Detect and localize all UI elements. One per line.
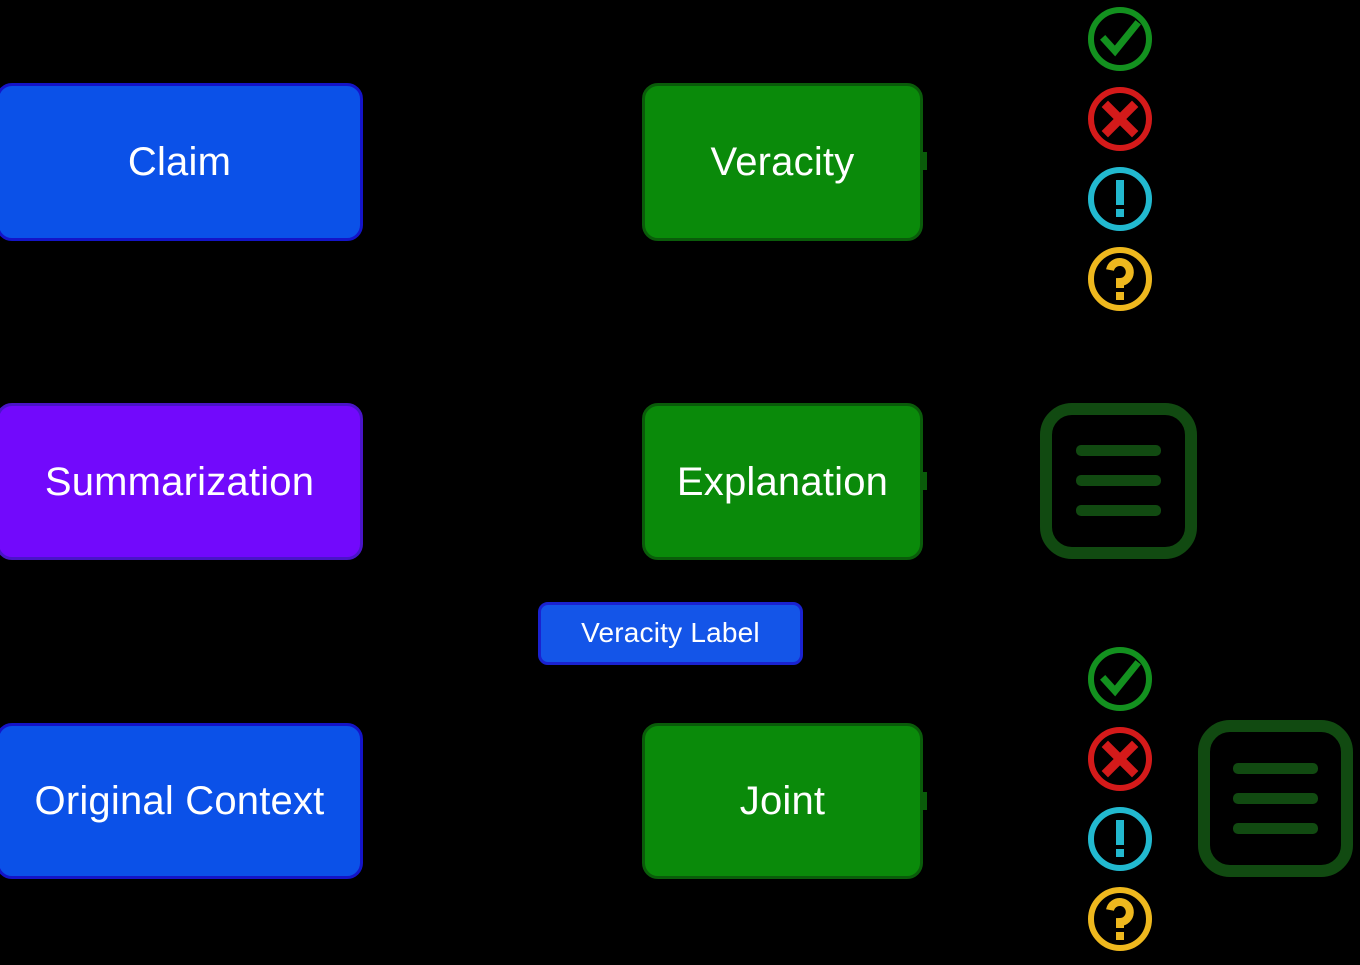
node-veracity-label: Veracity [710,140,855,184]
node-summarization-label: Summarization [44,459,315,504]
check-circle-icon [1086,5,1154,85]
document-lines-icon [1039,402,1198,560]
node-joint-label: Joint [739,779,826,823]
badge-veracity-label[interactable]: Veracity Label [538,602,803,665]
node-summarization[interactable]: Summarization [0,403,363,560]
explanation-connector-stub [920,472,927,490]
cross-circle-icon [1086,85,1154,165]
node-explanation-label: Explanation [676,459,889,504]
node-original-context[interactable]: Original Context [0,723,363,879]
check-circle-icon [1086,645,1154,725]
badge-veracity-label-text: Veracity Label [581,617,760,649]
node-joint[interactable]: Joint [642,723,923,879]
status-icon-stack-veracity [1086,5,1154,325]
veracity-connector-stub [920,152,927,170]
node-claim[interactable]: Claim [0,83,363,241]
node-original-context-label: Original Context [34,779,325,823]
node-explanation[interactable]: Explanation [642,403,923,560]
document-lines-icon [1197,719,1354,878]
node-claim-label: Claim [127,140,232,184]
joint-connector-stub [920,792,927,810]
status-icon-stack-joint [1086,645,1154,965]
node-veracity[interactable]: Veracity [642,83,923,241]
question-circle-icon [1086,885,1154,965]
exclaim-circle-icon [1086,805,1154,885]
exclaim-circle-icon [1086,165,1154,245]
question-circle-icon [1086,245,1154,325]
cross-circle-icon [1086,725,1154,805]
